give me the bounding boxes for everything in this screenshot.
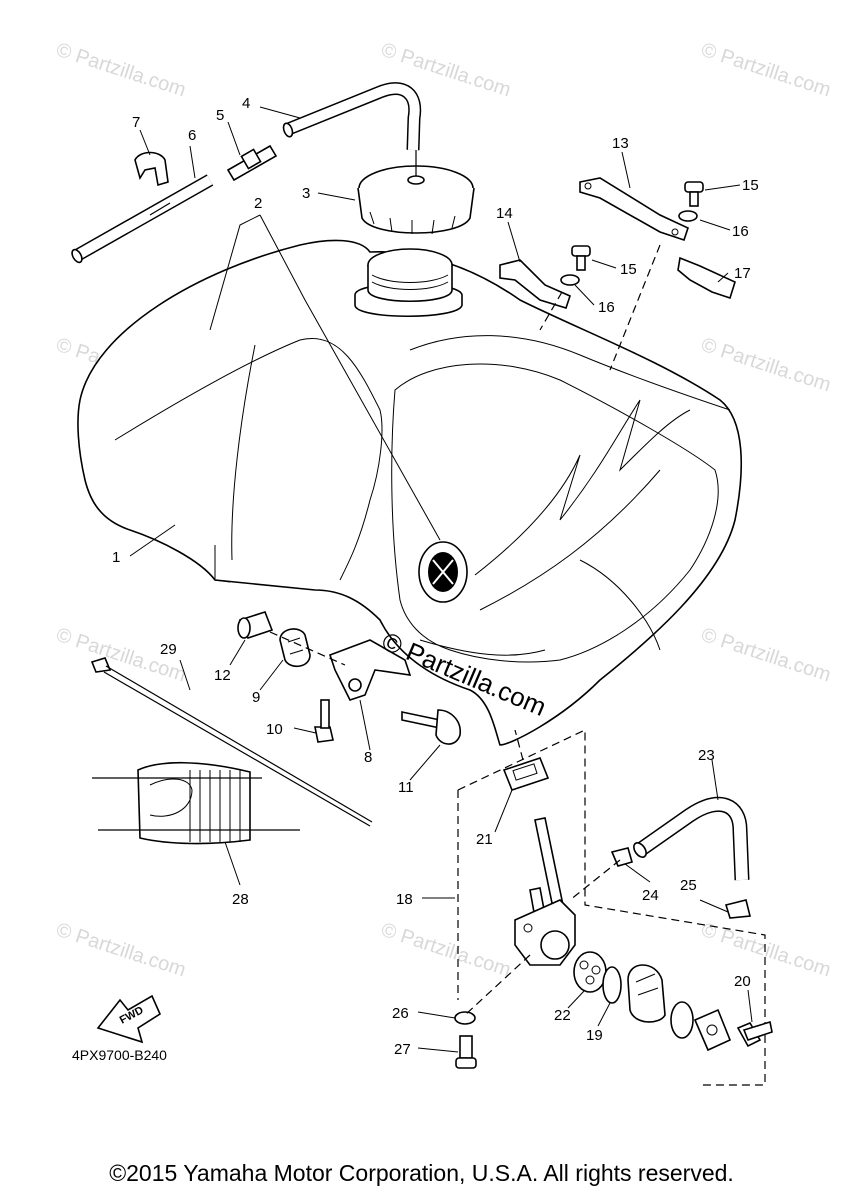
watermark: © Partzilla.com	[698, 624, 833, 687]
bracket-8	[328, 639, 412, 701]
vent-hose	[71, 174, 214, 264]
callout-28: 28	[232, 891, 249, 908]
washer-16-lower	[560, 274, 580, 286]
bracket-17	[677, 256, 736, 300]
callout-16-lower: 16	[598, 299, 615, 316]
callout-7: 7	[132, 114, 140, 131]
fuel-tank	[77, 239, 743, 746]
callout-22: 22	[554, 1007, 571, 1024]
clip-24	[610, 847, 633, 867]
callout-19: 19	[586, 1027, 603, 1044]
fuel-hose-23	[633, 796, 750, 881]
bolt-11	[401, 709, 461, 745]
bracket-14	[499, 259, 571, 309]
callout-8: 8	[364, 749, 372, 766]
lever-valve	[627, 964, 666, 1023]
fwd-arrow-icon: FWD	[96, 994, 162, 1044]
callout-23: 23	[698, 747, 715, 764]
diagram-code: 4PX9700-B240	[72, 1047, 167, 1063]
collar-12	[237, 611, 274, 639]
callout-12: 12	[214, 667, 231, 684]
callout-13: 13	[612, 135, 629, 152]
watermark: © Partzilla.com	[53, 39, 188, 102]
hose-clip	[134, 151, 169, 187]
callout-17: 17	[734, 265, 751, 282]
callout-25: 25	[680, 877, 697, 894]
callout-29: 29	[160, 641, 177, 658]
bolt-15-upper	[684, 181, 704, 207]
damper-9	[279, 628, 311, 668]
callout-15-lower: 15	[620, 261, 637, 278]
cable-tie	[90, 657, 373, 827]
fuel-cap	[357, 150, 475, 235]
watermark: © Partzilla.com	[378, 919, 513, 982]
callout-9: 9	[252, 689, 260, 706]
callout-11: 11	[398, 779, 414, 796]
fuel-cock-assembly	[454, 729, 773, 1086]
copyright-footer: ©2015 Yamaha Motor Corporation, U.S.A. A…	[109, 1160, 734, 1186]
bolt-15-lower	[571, 245, 591, 271]
fuel-cock-18	[514, 817, 576, 966]
callout-20: 20	[734, 973, 751, 990]
watermark: © Partzilla.com	[698, 39, 833, 102]
protector-28	[92, 761, 300, 845]
callout-4: 4	[242, 95, 250, 112]
callout-labels: 1 2 3 4 5 6 7 8 9 10 11 12 13 14 15 16 1…	[112, 95, 759, 1058]
callout-5: 5	[216, 107, 224, 124]
clip-25	[724, 899, 752, 919]
watermark: © Partzilla.com	[698, 334, 833, 397]
callout-21: 21	[476, 831, 493, 848]
bracket-13	[579, 177, 689, 242]
screw-20	[736, 1020, 773, 1048]
watermark: © Partzilla.com	[53, 919, 188, 982]
callout-24: 24	[642, 887, 659, 904]
o-ring-19	[602, 966, 622, 1004]
watermark: © Partzilla.com	[698, 919, 833, 982]
bolt-27	[455, 1035, 477, 1069]
callout-26: 26	[392, 1005, 409, 1022]
callout-14: 14	[496, 205, 513, 222]
callout-15-upper: 15	[742, 177, 759, 194]
callout-16-upper: 16	[732, 223, 749, 240]
callout-27: 27	[394, 1041, 411, 1058]
plate	[693, 1008, 732, 1052]
gasket-21	[502, 757, 550, 791]
wave-washer	[670, 1001, 694, 1039]
callout-18: 18	[396, 891, 413, 908]
washer-26	[454, 1011, 476, 1025]
hose-joint	[226, 144, 278, 182]
filter-22	[573, 951, 607, 993]
leader-lines	[129, 106, 753, 1053]
breather-hose	[282, 82, 422, 151]
callout-3: 3	[302, 185, 310, 202]
bolt-10	[314, 699, 334, 743]
callout-10: 10	[266, 721, 283, 738]
callout-1: 1	[112, 549, 120, 566]
callout-6: 6	[188, 127, 196, 144]
callout-2: 2	[254, 195, 262, 212]
washer-16-upper	[678, 210, 698, 222]
